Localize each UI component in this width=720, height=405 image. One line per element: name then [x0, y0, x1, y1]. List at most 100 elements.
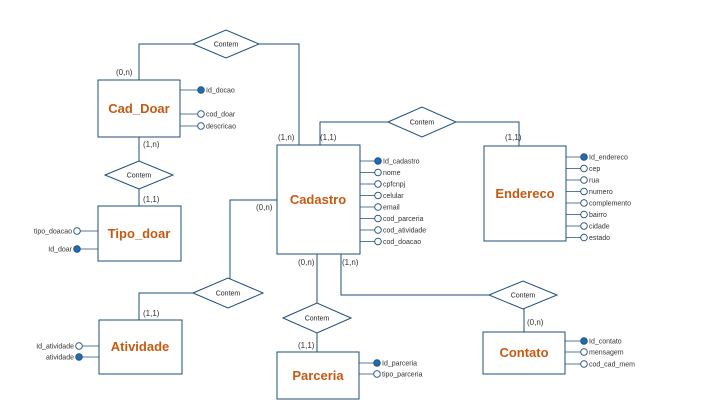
- attribute-name: cod_cad_mem: [589, 362, 635, 369]
- line-caddoar-top-rel: [138, 43, 193, 80]
- attribute-name: descricao: [206, 124, 236, 131]
- attribute-dot: [580, 360, 588, 368]
- attribute-dot: [580, 187, 588, 196]
- attribute-name: celular: [383, 193, 404, 200]
- line-cadastro-atividade: [229, 199, 277, 293]
- attribute-name: cidade: [589, 224, 610, 231]
- attribute-name: cod_doar: [206, 112, 236, 119]
- attribute-name: cep: [589, 166, 600, 173]
- key-attribute-dot: [580, 337, 588, 345]
- attribute-name: atividade: [46, 355, 74, 362]
- entity-tipo-doar-name: Tipo_doar: [108, 226, 171, 241]
- attribute-name: rua: [589, 178, 599, 185]
- attribute-name: cod_doacao: [383, 239, 421, 246]
- attribute-name: Id_atividade: [36, 344, 74, 351]
- entity-endereco: Endereco: [483, 145, 567, 242]
- relationship-top-label: Contem: [214, 42, 239, 49]
- entity-cadastro-name: Cadastro: [290, 192, 346, 207]
- attribute-dot: [73, 227, 81, 235]
- relationship-cadastro-parceria: Contem: [281, 302, 353, 334]
- relationship-cadastro-endereco-label: Contem: [410, 120, 435, 127]
- attribute-name: Id_cadastro: [383, 159, 420, 166]
- attribute-name: Id_endereco: [589, 155, 628, 162]
- entity-parceria: Parceria: [276, 351, 360, 400]
- attribute-name: estado: [589, 235, 610, 242]
- attribute-dot: [580, 164, 588, 173]
- key-attribute-dot: [580, 153, 588, 161]
- attribute-name: mensagem: [589, 350, 624, 357]
- entity-endereco-name: Endereco: [495, 186, 554, 201]
- entity-cad-doar: Cad_Doar: [97, 79, 181, 138]
- attribute-name: email: [383, 205, 400, 212]
- entity-contato-name: Contato: [499, 345, 548, 360]
- attribute-dot: [374, 168, 382, 177]
- attribute-name: tipo_parceria: [382, 372, 423, 379]
- attribute-dot: [374, 203, 382, 211]
- relationship-cadastro-contato: Contem: [487, 280, 559, 310]
- attribute-dot: [197, 122, 205, 130]
- line-cadastro-endereco-right: [456, 121, 520, 146]
- cardinality-cadastro-bottom-right: (1,n): [342, 258, 359, 267]
- cardinality-cadastro-top: (1,n): [278, 133, 295, 142]
- attribute-dot: [197, 110, 205, 118]
- attribute-dot: [75, 342, 83, 350]
- relationship-cadastro-contato-label: Contem: [511, 293, 536, 300]
- cardinality-cadastro-endereco: (1,1): [320, 133, 337, 142]
- attribute-dot: [374, 237, 382, 246]
- cardinality-endereco: (1,1): [505, 133, 522, 142]
- attributes-contato: Id_contato mensagem cod_cad_mem: [565, 337, 635, 369]
- attribute-name: nome: [383, 170, 401, 177]
- attribute-dot: [580, 233, 588, 242]
- line-cadastro-contato: [340, 254, 525, 332]
- cardinality-caddoar-top: (0,n): [116, 68, 133, 77]
- relationship-cadastro-endereco: Contem: [386, 106, 458, 138]
- cardinality-tipodoar-top: (1,1): [143, 195, 160, 204]
- cardinality-atividade-top: (1,1): [143, 309, 160, 318]
- attribute-name: Id_contato: [589, 339, 622, 346]
- key-attribute-dot: [197, 86, 205, 94]
- relationship-cadastro-atividade-label: Contem: [216, 291, 241, 298]
- attribute-dot: [374, 214, 382, 223]
- entity-atividade: Atividade: [98, 319, 183, 375]
- attribute-name: cpfcnpj: [383, 182, 406, 189]
- attribute-name: Id_parceria: [382, 361, 417, 368]
- attribute-dot: [580, 348, 588, 356]
- attribute-name: complemento: [589, 201, 631, 208]
- attribute-dot: [374, 180, 382, 188]
- entity-contato: Contato: [482, 331, 566, 375]
- attribute-dot: [374, 226, 382, 234]
- key-attribute-dot: [373, 359, 381, 367]
- key-attribute-dot: [374, 157, 382, 165]
- line-cadastro-endereco-left: [319, 121, 388, 145]
- attribute-dot: [580, 176, 588, 184]
- attribute-name: cod_atividade: [383, 228, 426, 235]
- entity-atividade-name: Atividade: [111, 339, 170, 354]
- cardinality-cadastro-bottom-left: (0,n): [298, 258, 315, 267]
- entity-parceria-name: Parceria: [292, 368, 344, 383]
- relationship-cadastro-parceria-label: Contem: [305, 316, 330, 323]
- attribute-dot: [373, 370, 381, 378]
- relationship-top: Contem: [191, 29, 261, 59]
- entity-cad-doar-name: Cad_Doar: [108, 101, 169, 116]
- attribute-dot: [580, 199, 588, 207]
- attribute-name: Id_doar: [48, 247, 72, 254]
- attribute-name: numero: [589, 189, 613, 196]
- attributes-parceria: Id_parceria tipo_parceria: [359, 359, 423, 379]
- cardinality-cadastro-left: (0,n): [256, 203, 273, 212]
- attribute-dot: [374, 191, 382, 200]
- attribute-dot: [580, 210, 588, 219]
- attribute-name: tipo_doacao: [34, 229, 72, 236]
- attribute-name: cod_parceria: [383, 216, 424, 223]
- line-atividade-rel: [138, 292, 193, 320]
- attribute-dot: [580, 222, 588, 230]
- attribute-name: bairro: [589, 212, 607, 219]
- line-top-rel-cadastro: [259, 43, 300, 145]
- relationship-caddoar-tipodoar: Contem: [103, 160, 175, 190]
- cardinality-labels: (0,n) (1,n) (1,1) (1,1) (1,n) (1,1) (0,n…: [116, 68, 544, 350]
